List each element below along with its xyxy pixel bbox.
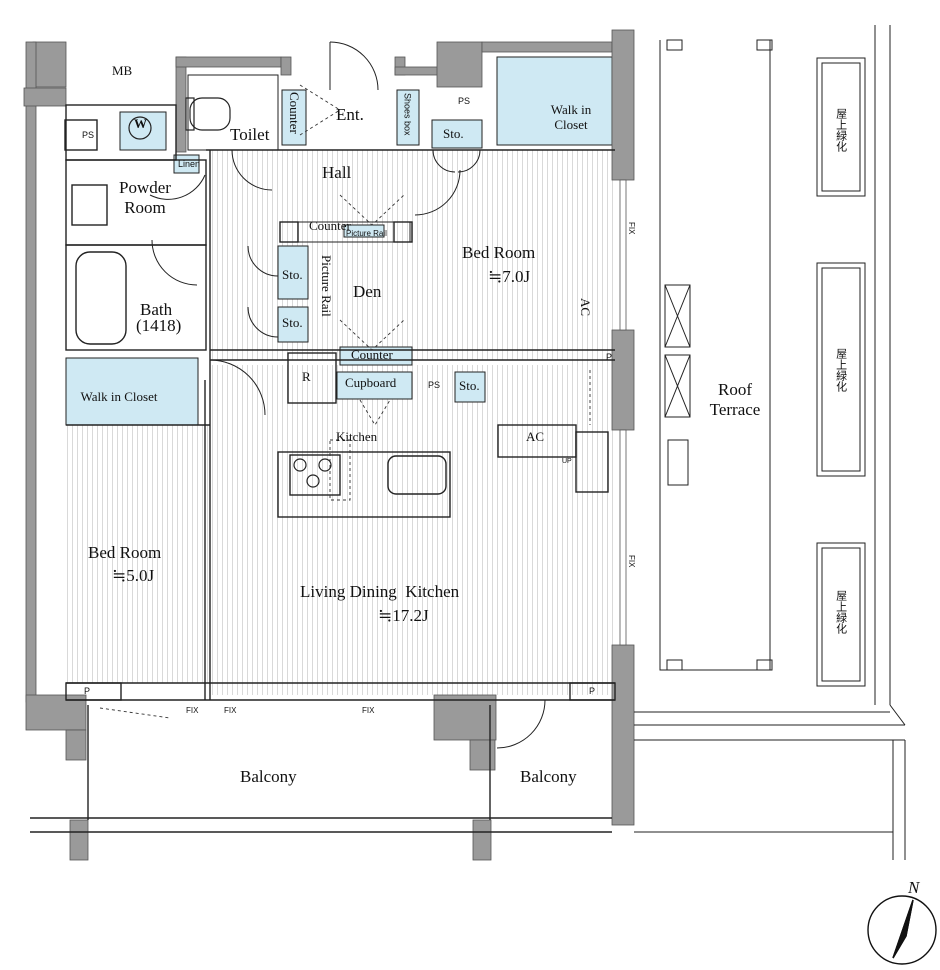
den-label: Den [353,282,382,301]
hall-label: Hall [322,163,352,182]
ps-label-3: PS [428,380,441,390]
p-label-bedroom: P [606,352,613,362]
cupboard-label: Cupboard [345,375,397,390]
rooftop-greenery-label-2: 屋上緑化 [834,348,847,392]
north-label: N [908,878,920,897]
fix-label-2: FIX [627,555,637,568]
bed-room-1-label: Bed Room [462,243,536,262]
fix-label-3: FIX [186,706,199,715]
balcony-label-1: Balcony [240,767,297,786]
fix-label-1: FIX [627,222,637,235]
ac-label-bedroom: AC [577,298,593,317]
storage-label-den-1: Sto. [282,267,303,282]
ps-label-2: PS [458,96,471,106]
storage-label-den-2: Sto. [282,315,303,330]
mb-label: MB [112,63,133,78]
toilet-label: Toilet [230,125,270,144]
den-counter-label: Counter [351,347,393,362]
walls [23,29,635,861]
ac-label-ldk: AC [526,429,545,444]
picture-rail-label-2: Picture Rail [318,255,334,317]
bath-label: Bath [140,300,173,319]
storage-label-entrance: Sto. [443,126,464,141]
p-label-2: P [84,686,91,696]
interior-walls [30,104,616,833]
fixtures [128,97,332,488]
p-label-3: P [589,686,596,696]
ldk-area: ≒17.2J [378,606,429,625]
rooftop-greenery-label-3: 屋上緑化 [834,590,847,634]
dashed-elements [99,84,591,719]
bed-room-2-label: Bed Room [88,543,162,562]
storage-fills [65,56,613,426]
rooftop-greenery-label-1: 屋上緑化 [834,108,847,152]
shoes-box-label: Shoes box [402,93,413,136]
floor-finish [66,150,615,695]
ldk-label: Living Dining Kitchen [300,582,460,601]
door-swings [149,41,546,749]
compass-rose [867,895,937,965]
bath-size-label: (1418) [136,316,182,335]
storage-label-kitchen: Sto. [459,378,480,393]
powder-room-label: Powder Room [119,178,171,217]
refrigerator-label: R [302,369,311,384]
washer-label: W [134,116,147,131]
fix-label-5: FIX [362,706,375,715]
roof-terrace-label: Roof Terrace [709,380,761,419]
walk-in-closet-label-1: Walk in Closet [550,102,592,132]
linen-label: Linen [178,159,201,169]
walk-in-closet-label-2: Walk in Closet [80,389,158,404]
bed-room-2-area: ≒5.0J [112,566,155,585]
kitchen-label: Kitchen [336,429,378,444]
roof-terrace-structure [634,25,906,860]
hall-counter-label: Counter [309,218,351,233]
bed-room-1-area: ≒7.0J [488,267,531,286]
balcony-label-2: Balcony [520,767,577,786]
picture-rail-label-1: Picture Rail [346,229,387,238]
fix-label-4: FIX [224,706,237,715]
entrance-counter-label: Counter [286,92,302,134]
up-label: UP [562,458,572,465]
ps-label-1: PS [82,130,95,140]
entrance-label: Ent. [336,105,364,124]
